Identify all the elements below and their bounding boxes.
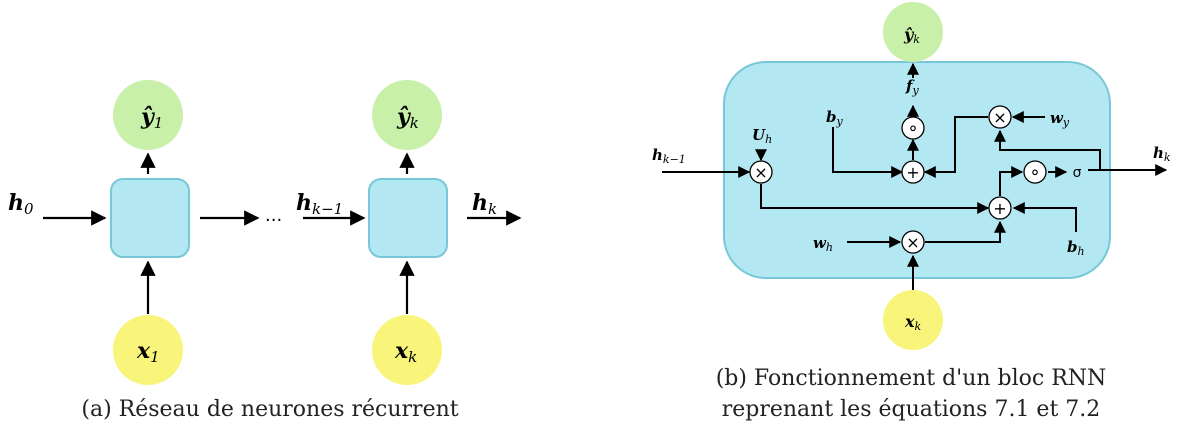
output-node-k xyxy=(372,80,442,150)
label-hout: hk xyxy=(1153,144,1171,164)
op-plus-y: + xyxy=(906,163,919,182)
label-xk-b: xk xyxy=(904,312,922,333)
input-node-1 xyxy=(113,315,183,385)
label-fy: fy xyxy=(905,77,919,97)
label-hk1: hk−1 xyxy=(296,190,343,218)
odot-y-node xyxy=(901,116,925,140)
figure-b: × + ∘ × + ∘ × σ ŷk xk hk−1 hk Uh by fy w… xyxy=(652,2,1171,422)
label-xk: xk xyxy=(394,338,417,366)
arrow-u-plus xyxy=(760,184,990,214)
arrow-plus-sigma xyxy=(999,166,1024,196)
multiply-wh-node xyxy=(901,230,925,254)
label-uh: Uh xyxy=(752,126,772,146)
arrow-by xyxy=(832,127,904,178)
multiply-u-node xyxy=(749,160,773,184)
sigma-label: σ xyxy=(1073,165,1082,181)
op-odot-y: ∘ xyxy=(907,118,918,139)
ellipsis: ··· xyxy=(265,210,282,231)
label-y1: ŷ1 xyxy=(140,104,163,132)
arrow-wy-plus xyxy=(923,116,988,178)
op-times-wh: × xyxy=(906,233,919,252)
label-bh: bh xyxy=(1067,238,1085,258)
input-node-xk xyxy=(883,290,943,350)
label-hin: hk−1 xyxy=(652,146,686,166)
output-node-1 xyxy=(113,80,183,150)
plus-y-node xyxy=(901,160,925,184)
caption-b-line1: (b) Fonctionnement d'un bloc RNN xyxy=(716,366,1107,391)
label-by: by xyxy=(826,108,844,128)
figure-a: ŷ1 ŷk x1 xk h0 hk−1 hk ··· (a) Réseau de… xyxy=(8,80,522,422)
label-x1: x1 xyxy=(136,338,160,366)
label-yk-b: ŷk xyxy=(903,25,920,46)
odot-h-node xyxy=(1023,160,1047,184)
plus-h-node xyxy=(988,196,1012,220)
label-yk: ŷk xyxy=(396,104,419,132)
rnn-cell-1 xyxy=(110,178,190,258)
multiply-wy-node xyxy=(988,105,1012,129)
label-hk: hk xyxy=(472,190,497,218)
label-wh: wh xyxy=(813,234,833,254)
arrow-mul-plus xyxy=(925,220,1006,243)
caption-a: (a) Réseau de neurones récurrent xyxy=(81,397,458,422)
input-node-k xyxy=(372,315,442,385)
rnn-cell-k xyxy=(368,178,448,258)
label-wy: wy xyxy=(1050,109,1070,129)
op-times-u: × xyxy=(754,163,767,182)
caption-b-line2: reprenant les équations 7.1 et 7.2 xyxy=(722,397,1101,422)
op-odot-h: ∘ xyxy=(1029,162,1040,183)
label-h0: h0 xyxy=(8,190,34,218)
arrow-bh xyxy=(1012,202,1077,232)
op-plus-h: + xyxy=(993,199,1006,218)
arrow-hk-wy xyxy=(994,129,1101,170)
output-node-yk xyxy=(883,2,943,62)
op-times-wy: × xyxy=(993,108,1006,127)
